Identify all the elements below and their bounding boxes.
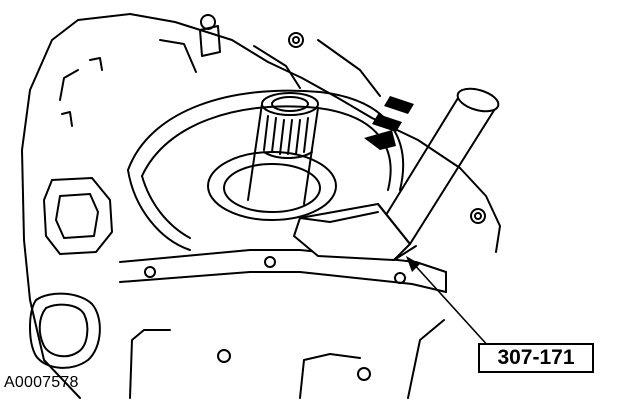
engine-block [21,13,501,399]
seal-installer-tool [293,87,500,261]
callout-arrowhead [406,256,420,272]
figure-id-label: A0007578 [4,374,79,391]
callout-label-box: 307-171 [478,343,594,373]
direction-arrow [364,96,414,150]
callout-leader-line [411,261,491,349]
crankshaft-flange [247,92,319,205]
